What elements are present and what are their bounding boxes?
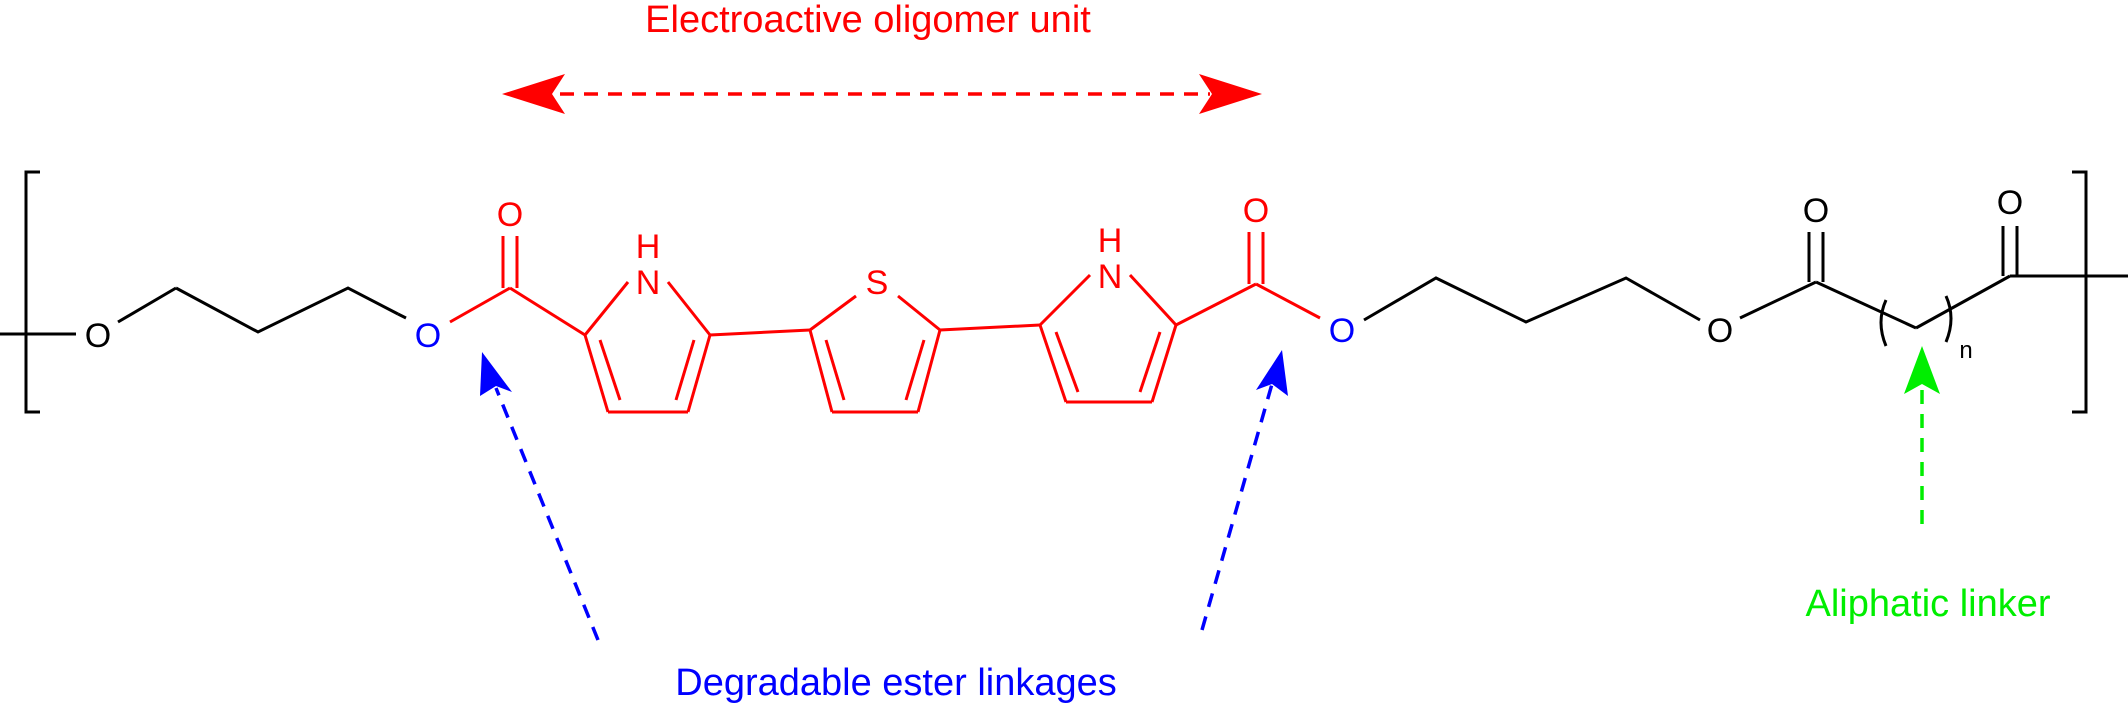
right-propyl-chain xyxy=(1363,226,2128,347)
ester-arrow-right xyxy=(1200,350,1288,631)
electroactive-double-arrow xyxy=(502,74,1262,114)
oxygen-atom-left: O xyxy=(85,317,111,355)
aliphatic-label: Aliphatic linker xyxy=(1806,583,2051,625)
carbonyl-oxygen-left: O xyxy=(497,196,523,234)
right-bracket xyxy=(2072,170,2088,414)
oxygen-atom-right: O xyxy=(1707,312,1733,350)
left-bracket xyxy=(24,170,40,414)
repeat-subscript-n: n xyxy=(1959,337,1972,364)
ester-label: Degradable ester linkages xyxy=(675,662,1117,704)
carbonyl-oxygen-right: O xyxy=(1243,192,1269,230)
electroactive-core xyxy=(449,232,1321,414)
nh-hydrogen-right: H xyxy=(1098,222,1123,260)
ester-oxygen-left: O xyxy=(415,317,441,355)
electroactive-label: Electroactive oligomer unit xyxy=(645,0,1091,41)
carbonyl-oxygen-linker-2: O xyxy=(1997,184,2023,222)
carbonyl-oxygen-linker-1: O xyxy=(1803,192,1829,230)
ester-oxygen-right: O xyxy=(1329,312,1355,350)
nitrogen-atom-left: N xyxy=(636,264,661,302)
nh-hydrogen-left: H xyxy=(636,228,661,266)
sulfur-atom: S xyxy=(866,264,889,302)
nitrogen-atom-right: N xyxy=(1098,258,1123,296)
ester-arrow-left xyxy=(480,352,600,641)
left-propyl-chain xyxy=(0,286,407,336)
aliphatic-arrow xyxy=(1904,346,1940,524)
